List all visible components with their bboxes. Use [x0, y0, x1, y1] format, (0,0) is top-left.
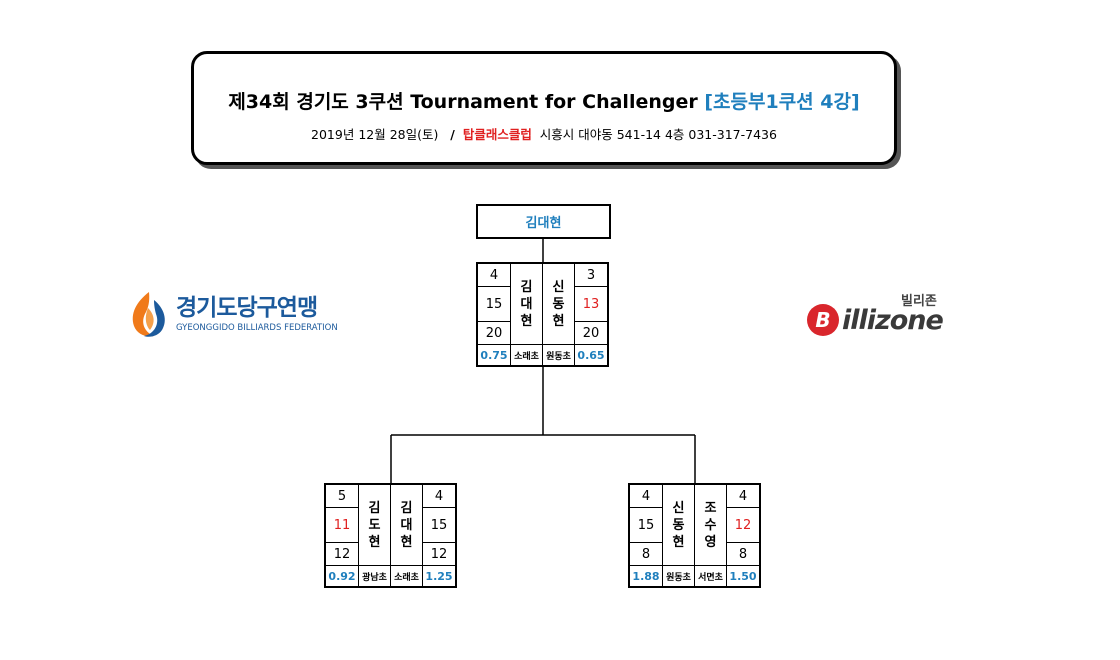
sponsor-brand-text: illizone	[842, 304, 944, 336]
event-date: 2019년 12월 28일(토)	[311, 127, 439, 142]
average-cell: 0.65	[574, 344, 609, 367]
school-cell: 소래초	[510, 344, 543, 367]
tournament-info: 2019년 12월 28일(토) / 탑클래스클럽 시흥시 대야동 541-14…	[194, 124, 894, 143]
average-cell: 0.92	[324, 565, 359, 588]
federation-name: 경기도당구연맹	[176, 295, 318, 321]
score-cell: 13	[574, 286, 609, 322]
winner-box: 김대현	[476, 204, 611, 239]
title-division: [초등부1쿠션 4강]	[704, 91, 860, 113]
federation-name-en: GYEONGGIDO BILLIARDS FEDERATION	[176, 323, 338, 333]
school-cell: 원동초	[542, 344, 575, 367]
title-main: 제34회 경기도 3쿠션 Tournament for Challenger	[228, 91, 698, 113]
school-cell: 광남초	[358, 565, 391, 588]
score-cell: 5	[324, 483, 359, 508]
venue-address: 시흥시 대야동 541-14 4층 031-317-7436	[539, 127, 777, 142]
brand-initial: B	[815, 308, 830, 332]
sponsor-name-ko: 빌리존	[901, 294, 937, 309]
score-cell: 8	[628, 542, 663, 566]
billizone-logo: 빌리존 B illizone	[806, 290, 956, 340]
tournament-header: 제34회 경기도 3쿠션 Tournament for Challenger […	[191, 51, 897, 165]
score-cell: 15	[628, 507, 663, 543]
score-cell: 11	[324, 507, 359, 543]
score-cell: 12	[324, 542, 359, 566]
school-cell: 서면초	[694, 565, 727, 588]
average-cell: 0.75	[476, 344, 511, 367]
billiard-ball-icon: B	[807, 304, 839, 336]
score-cell: 8	[726, 542, 761, 566]
score-cell: 3	[574, 262, 609, 287]
federation-logo: 경기도당구연맹 GYEONGGIDO BILLIARDS FEDERATION	[124, 288, 338, 340]
score-cell: 15	[422, 507, 457, 543]
tournament-title: 제34회 경기도 3쿠션 Tournament for Challenger […	[194, 87, 894, 114]
school-cell: 소래초	[390, 565, 423, 588]
score-cell: 20	[476, 321, 511, 345]
sponsor-brand: B illizone	[806, 302, 944, 338]
venue-name: 탑클래스클럽	[462, 127, 532, 142]
score-cell: 15	[476, 286, 511, 322]
school-cell: 원동초	[662, 565, 695, 588]
score-cell: 4	[628, 483, 663, 508]
average-cell: 1.50	[726, 565, 761, 588]
score-cell: 4	[476, 262, 511, 287]
average-cell: 1.88	[628, 565, 663, 588]
score-cell: 4	[422, 483, 457, 508]
flame-icon	[132, 292, 165, 337]
separator: /	[450, 127, 455, 142]
score-cell: 20	[574, 321, 609, 345]
score-cell: 12	[422, 542, 457, 566]
score-cell: 12	[726, 507, 761, 543]
score-cell: 4	[726, 483, 761, 508]
average-cell: 1.25	[422, 565, 457, 588]
